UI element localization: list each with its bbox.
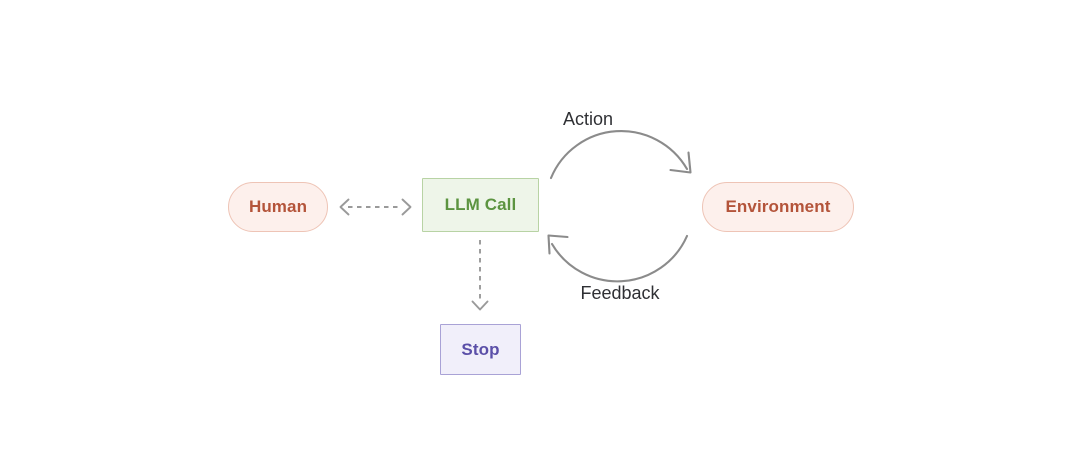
edge-llm-call-stop [471, 240, 489, 311]
node-human[interactable]: Human [228, 182, 328, 232]
edge-label-action: Action [562, 109, 614, 129]
edge-feedback [547, 234, 689, 283]
node-stop[interactable]: Stop [440, 324, 521, 375]
edge-action [549, 130, 692, 180]
arrowhead-left-icon [339, 198, 350, 216]
node-environment[interactable]: Environment [702, 182, 854, 232]
arrowhead-feedback-icon [547, 234, 569, 255]
edge-feedback-arc [550, 234, 689, 283]
node-llm-call[interactable]: LLM Call [422, 178, 539, 232]
edge-action-arc [549, 130, 689, 180]
arrowhead-right-icon [401, 198, 412, 216]
edge-label-feedback: Feedback [580, 283, 660, 303]
arrowhead-down-icon [471, 300, 489, 311]
arrowhead-action-icon [669, 151, 692, 174]
edge-human-llm-call [339, 198, 412, 216]
